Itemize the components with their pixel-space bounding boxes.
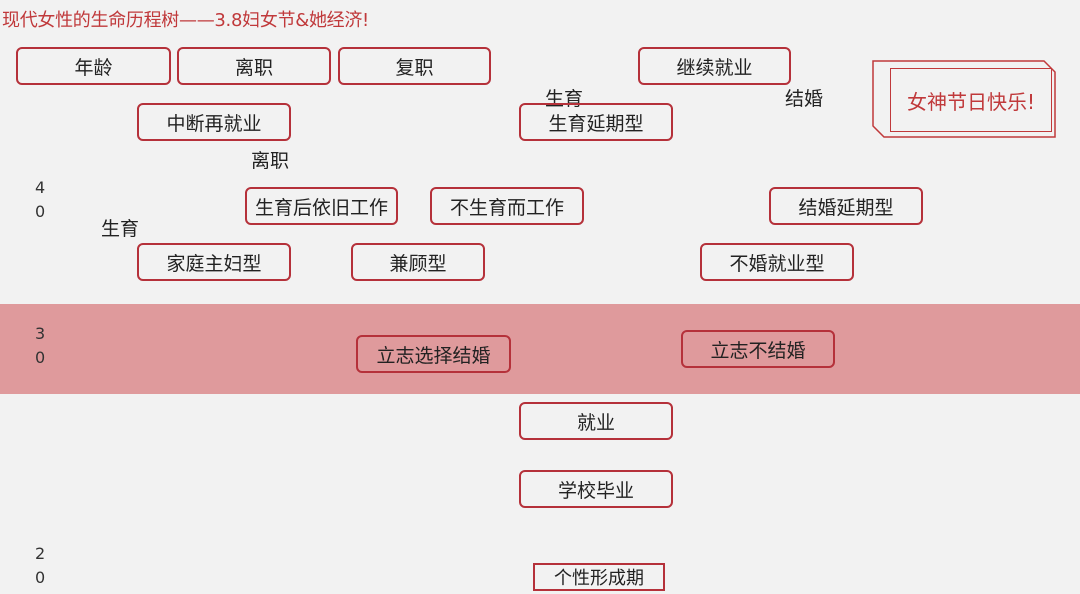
badge-back-frame xyxy=(872,60,1056,138)
node-no-birth-work: 不生育而工作 xyxy=(430,187,584,225)
node-quit-1: 离职 xyxy=(177,47,331,85)
label-quit-2: 离职 xyxy=(251,150,290,172)
y-label-30-digit1: 3 xyxy=(35,324,46,343)
node-age: 年龄 xyxy=(16,47,171,85)
node-housewife: 家庭主妇型 xyxy=(137,243,291,281)
node-not-marry: 立志不结婚 xyxy=(681,330,835,368)
node-employment: 就业 xyxy=(519,402,673,440)
age-30-band xyxy=(0,304,1080,394)
node-continue-work: 继续就业 xyxy=(638,47,791,85)
node-childbirth-delay: 生育延期型 xyxy=(519,103,673,141)
node-interrupted-reemploy: 中断再就业 xyxy=(137,103,291,141)
node-balance: 兼顾型 xyxy=(351,243,485,281)
label-marriage: 结婚 xyxy=(785,88,824,110)
y-label-30-digit2: 0 xyxy=(35,348,46,367)
node-work-after-birth: 生育后依旧工作 xyxy=(245,187,398,225)
festival-greeting-badge: 女神节日快乐! xyxy=(890,68,1052,132)
node-graduation: 学校毕业 xyxy=(519,470,673,508)
y-label-20-digit1: 2 xyxy=(35,544,46,563)
node-unmarried-work: 不婚就业型 xyxy=(700,243,854,281)
label-birth-lower: 生育 xyxy=(101,218,140,240)
node-return-work: 复职 xyxy=(338,47,491,85)
node-choose-marriage: 立志选择结婚 xyxy=(356,335,511,373)
page-title: 现代女性的生命历程树——3.8妇女节&她经济! xyxy=(2,10,369,31)
node-marriage-delay: 结婚延期型 xyxy=(769,187,923,225)
y-label-20-digit2: 0 xyxy=(35,568,46,587)
y-label-40-digit1: 4 xyxy=(35,178,46,197)
y-label-40-digit2: 0 xyxy=(35,202,46,221)
node-personality: 个性形成期 xyxy=(533,563,665,591)
